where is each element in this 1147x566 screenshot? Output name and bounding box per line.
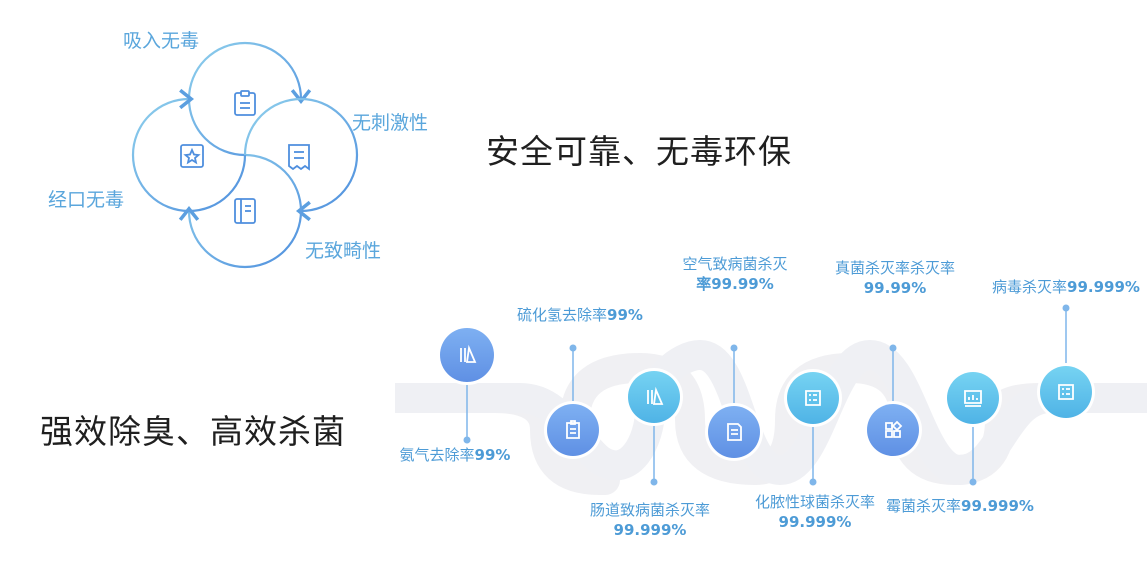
clipboard-icon (234, 90, 256, 116)
node-connector-dot (969, 478, 977, 486)
process-node (867, 404, 919, 456)
process-node (547, 404, 599, 456)
process-node (1040, 366, 1092, 418)
petal-cycle (131, 41, 359, 269)
node-connector-dot (569, 344, 577, 352)
node-connector-dot (809, 478, 817, 486)
node-connector-dot (1062, 304, 1070, 312)
node-label-virus: 病毒杀灭率99.999% (992, 278, 1140, 296)
process-nodes (437, 325, 1095, 461)
node-label-airborne: 空气致病菌杀灭率99.99% (682, 255, 788, 293)
petal-top-arc (187, 41, 312, 157)
process-node (440, 328, 494, 382)
node-connector-dot (730, 344, 738, 352)
process-node (708, 406, 760, 458)
document-icon (727, 423, 742, 441)
node-connector-dot (889, 344, 897, 352)
node-connectors (463, 304, 1070, 486)
star-frame-icon (180, 144, 204, 168)
node-connector-dot (463, 436, 471, 444)
beaker-icon (647, 386, 664, 405)
node-label-ammonia: 氨气去除率99% (399, 446, 511, 464)
checklist-icon (1058, 384, 1074, 400)
petal-label-left: 经口无毒 (48, 189, 125, 211)
checklist-icon (805, 390, 821, 406)
node-label-mold: 霉菌杀灭率99.999% (886, 497, 1034, 515)
petal-label-bottom: 无致畸性 (305, 240, 382, 262)
petal-label-top: 吸入无毒 (123, 30, 200, 52)
petal-label-right: 无刺激性 (352, 112, 429, 134)
notebook-icon (234, 198, 256, 224)
headline-safety: 安全可靠、无毒环保 (486, 132, 792, 171)
clipboard-icon (566, 420, 580, 439)
chart-icon (964, 390, 982, 407)
node-connector-dot (650, 478, 658, 486)
petal-left-arc (131, 88, 247, 213)
beaker-icon (460, 344, 477, 363)
petal-bottom-arc (178, 153, 303, 269)
headline-deodorize: 强效除臭、高效杀菌 (40, 412, 346, 451)
winding-track-main (395, 339, 1147, 486)
process-node (787, 372, 839, 424)
petal-right-arc (243, 97, 359, 222)
receipt-icon (288, 144, 310, 171)
apps-icon (885, 420, 903, 438)
process-node (628, 371, 680, 423)
node-label-h2s: 硫化氢去除率99% (517, 306, 643, 324)
